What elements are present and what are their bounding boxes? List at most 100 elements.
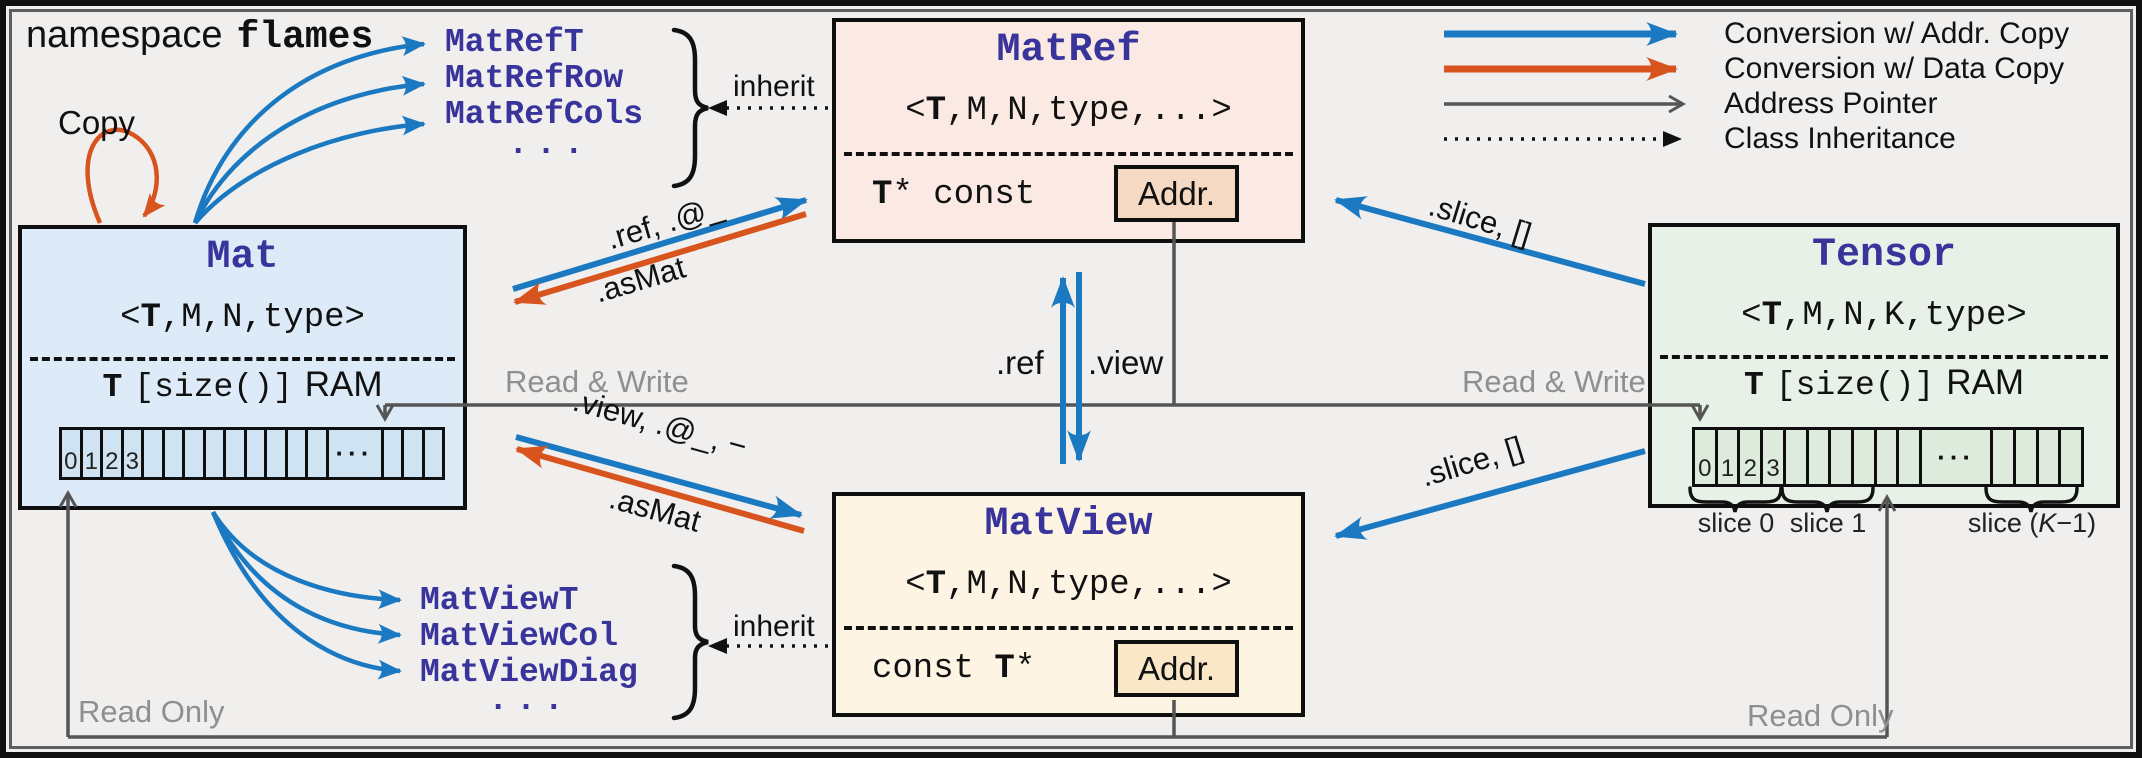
divider [1660, 355, 2108, 359]
ram-cell [1876, 430, 1900, 484]
member-pre: const [872, 649, 995, 688]
list-item: MatViewDiag [420, 654, 638, 691]
divider [844, 626, 1293, 630]
fan-arrow-matviewdiag [210, 511, 402, 680]
tpl-open: < [905, 92, 926, 130]
addr-label: Addr. [1137, 649, 1216, 687]
ram-cell: 3 [1763, 430, 1786, 484]
data-copy-arrow-icon [1444, 56, 1678, 81]
member-t: T [872, 175, 893, 214]
ram-cell [308, 430, 329, 477]
ram-cell [144, 430, 165, 477]
fan-arrow-matrefcols [193, 115, 426, 225]
ram-cell [1831, 430, 1855, 484]
ram-array-mat: 0 1 2 3 ··· [59, 427, 445, 480]
cell-index: 3 [1766, 455, 1780, 482]
legend-row-data-copy: Conversion w/ Data Copy [1438, 51, 2069, 86]
ram-cell [2061, 430, 2082, 484]
ram-cell [1993, 430, 2016, 484]
brace-matview-derived [671, 563, 709, 721]
class-box-mat: Mat <T,M,N,type> T[size()]RAM 0 1 2 3 ··… [18, 225, 467, 510]
slice-last-pre: slice ( [1967, 508, 2039, 538]
ram-cell [267, 430, 288, 477]
tpl-rest: ,M,N,type> [160, 299, 365, 337]
class-box-matref: MatRef <T,M,N,type,...> T* const Addr. [832, 18, 1305, 243]
ram-cell [1899, 430, 1923, 484]
tpl-t: T [140, 299, 161, 337]
class-box-matview: MatView <T,M,N,type,...> const T* Addr. [832, 492, 1305, 717]
inherit-label-top: inherit [733, 70, 815, 103]
ram-cell [226, 430, 247, 477]
list-item: MatRefT [445, 24, 584, 61]
legend-label: Class Inheritance [1724, 121, 1956, 155]
member-pointer: const T* [872, 640, 1035, 697]
read-only-label-right: Read Only [1747, 698, 1894, 733]
ram-cell [404, 430, 425, 477]
edge-label-slice-top: .slice, [] [1424, 187, 1536, 252]
tpl-rest: ,M,N,type,...> [946, 92, 1232, 130]
class-box-tensor: Tensor <T,M,N,K,type> T[size()]RAM 0 1 2… [1648, 223, 2120, 508]
list-item: MatViewCol [420, 618, 619, 655]
ram-cell [1808, 430, 1832, 484]
read-write-label-left: Read & Write [505, 364, 689, 399]
ram-cell: 1 [82, 430, 103, 477]
template-params: <T,M,N,type,...> [836, 92, 1301, 130]
template-params: <T,M,N,type,...> [836, 566, 1301, 604]
tpl-t: T [925, 92, 947, 130]
list-ellipsis: ... [508, 126, 592, 163]
legend-label: Conversion w/ Data Copy [1724, 51, 2065, 85]
read-only-label-left: Read Only [78, 694, 225, 729]
ram-array-tensor: 0 1 2 3 ··· [1692, 427, 2084, 487]
ram-cell: 2 [1740, 430, 1764, 484]
ram-cell [205, 430, 226, 477]
ram-cell: 2 [103, 430, 124, 477]
tpl-t: T [1761, 297, 1782, 335]
slice-0-label: slice 0 [1697, 508, 1775, 538]
ram-cell [164, 430, 185, 477]
read-write-label-right: Read & Write [1462, 364, 1646, 399]
list-item: MatRefRow [445, 60, 624, 97]
ram-cell [424, 430, 442, 477]
tpl-open: < [120, 299, 141, 337]
ram-cell: 0 [1695, 430, 1718, 484]
ram-cell [383, 430, 404, 477]
ram-cell [2015, 430, 2039, 484]
member-t: T [1743, 367, 1764, 404]
divider [30, 357, 455, 361]
tpl-t: T [925, 566, 947, 604]
edge-label-ref-vertical: .ref [996, 344, 1044, 381]
ram-ellipsis: ··· [1922, 430, 1994, 484]
ram-ellipsis: ··· [328, 430, 384, 477]
ram-cell: 1 [1717, 430, 1741, 484]
class-title: MatRef [996, 28, 1141, 73]
inherit-label-bottom: inherit [733, 610, 815, 643]
class-title: Tensor [1811, 233, 1957, 278]
namespace-name: flames [236, 16, 374, 59]
addr-box-matview: Addr. [1114, 640, 1239, 697]
ram-cell [287, 430, 308, 477]
member-array: [size()] [1775, 367, 1935, 404]
slice-last-k: K [2038, 508, 2057, 538]
cell-index: 1 [1720, 455, 1735, 482]
list-ellipsis: ... [488, 682, 572, 719]
tpl-open: < [1741, 297, 1762, 335]
legend-label: Address Pointer [1724, 86, 1938, 120]
slice-last-label: slice (K−1) [1941, 508, 2123, 539]
class-title: MatView [984, 502, 1153, 547]
fan-arrow-matviewt [211, 510, 402, 610]
addr-copy-arrow-icon [1444, 21, 1678, 46]
member-ram: RAM [1946, 363, 2025, 402]
ram-cell [1785, 430, 1809, 484]
legend-row-address-pointer: Address Pointer [1438, 86, 2069, 121]
template-params: <T,M,N,type> [22, 299, 463, 337]
list-item: MatRefCols [445, 96, 644, 133]
copy-loop-arrow [85, 127, 166, 224]
legend-label: Conversion w/ Addr. Copy [1724, 16, 2070, 50]
slice-last-post: −1) [2056, 508, 2097, 538]
legend-row-class-inheritance: Class Inheritance [1438, 121, 2069, 156]
member-row: T [size()] RAM [1652, 363, 2116, 404]
legend: Conversion w/ Addr. Copy Conversion w/ D… [1438, 16, 2069, 156]
matview-derived-list: MatViewT MatViewCol MatViewDiag ... [420, 576, 660, 736]
divider [844, 152, 1293, 156]
